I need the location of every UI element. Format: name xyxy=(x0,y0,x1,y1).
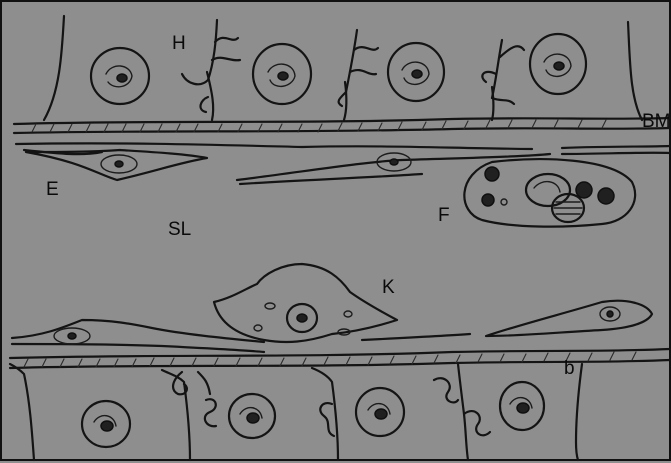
label-hepatocyte: H xyxy=(172,34,186,53)
label-kupffer-cell: K xyxy=(382,278,395,297)
hepatocyte-nucleus xyxy=(91,48,149,104)
kupffer-cell xyxy=(214,264,397,342)
endothelial-nucleus xyxy=(54,328,90,344)
upper-endothelium xyxy=(16,143,670,184)
upper-hepatocyte-row xyxy=(44,16,642,120)
lower-endothelium xyxy=(12,301,652,352)
hepatocyte-nucleus xyxy=(356,388,404,436)
hepatocyte-nucleus xyxy=(229,394,275,438)
endothelial-nucleus xyxy=(26,150,207,180)
label-endothelial-cell: E xyxy=(46,180,59,199)
lower-hepatocyte-row xyxy=(10,364,582,460)
endothelial-nucleus xyxy=(600,307,620,321)
hepatocyte-nucleus xyxy=(530,34,586,94)
hepatocyte-nucleus xyxy=(500,382,544,430)
label-free-cell: F xyxy=(438,206,450,225)
free-cell-in-lumen xyxy=(464,159,635,226)
hepatocyte-nucleus xyxy=(82,401,130,447)
hepatocyte-nucleus xyxy=(388,43,444,101)
label-sinusoid-lumen: SL xyxy=(168,220,191,239)
upper-basement-membrane xyxy=(14,118,670,133)
hepatocyte-nucleus xyxy=(253,44,311,104)
label-b: b xyxy=(564,359,575,378)
label-basement-membrane: BM xyxy=(642,112,671,131)
